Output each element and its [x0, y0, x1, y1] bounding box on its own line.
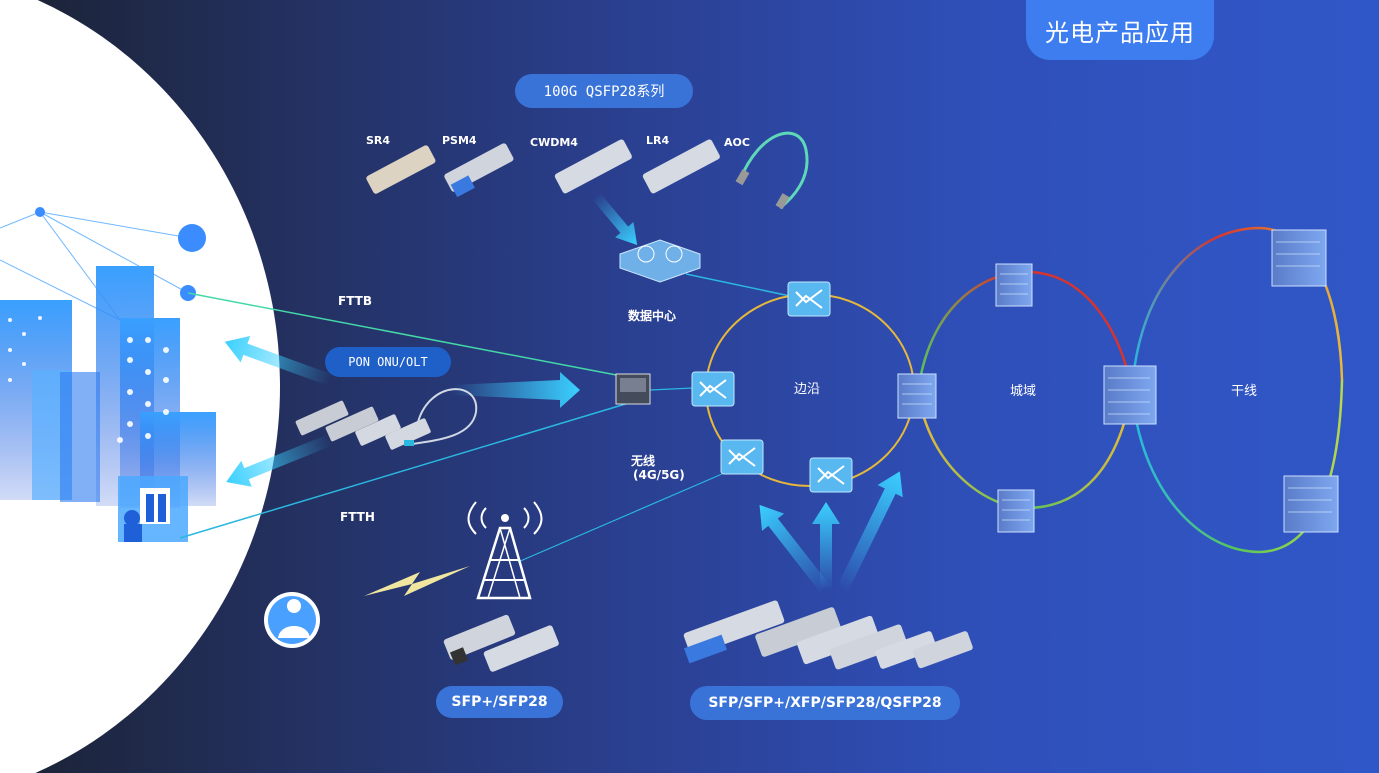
city-area	[0, 0, 280, 773]
switch-icon	[691, 371, 735, 407]
switch-icon	[809, 457, 853, 493]
multi-product-label: SFP/SFP+/XFP/SFP28/QSFP28	[690, 686, 960, 720]
module-label-psm4: PSM4	[442, 134, 477, 147]
sfp-plus-modules	[443, 614, 559, 672]
arrow-up-2	[812, 502, 840, 590]
wireless-sub-label: (4G/5G)	[633, 468, 685, 482]
qsfp-series-label: 100G QSFP28系列	[515, 74, 693, 108]
backbone-label: 干线	[1231, 384, 1258, 399]
module-label-sr4: SR4	[366, 134, 391, 147]
pon-label: PON ONU/OLT	[325, 347, 451, 377]
datacenter-link	[685, 273, 791, 297]
qsfp-modules	[366, 131, 809, 210]
pon-modules	[295, 388, 478, 450]
arrow-to-house	[226, 434, 333, 487]
arrow-to-building	[224, 336, 333, 386]
user-icon	[264, 592, 320, 648]
sfp-plus-label: SFP+/SFP28	[436, 686, 563, 718]
backbone-ring-top	[1130, 226, 1344, 391]
edge-label: 边沿	[794, 382, 821, 397]
page-title: 光电产品应用	[1026, 0, 1214, 60]
tower-icon	[897, 229, 1339, 533]
arrow-to-olt	[452, 372, 580, 408]
olt-device-icon	[615, 373, 651, 405]
fttb-label: FTTB	[338, 294, 372, 308]
multi-modules	[683, 600, 973, 670]
wireless-link	[517, 473, 723, 563]
metro-label: 城域	[1010, 384, 1037, 399]
ftth-label: FTTH	[340, 510, 375, 524]
datacenter-label: 数据中心	[628, 309, 677, 323]
ftth-link	[179, 401, 633, 539]
switch-icon	[720, 439, 764, 475]
arrow-up-3	[836, 471, 903, 593]
datacenter-icon	[619, 239, 701, 283]
fttb-link	[187, 292, 633, 379]
radio-tower-icon	[467, 501, 543, 600]
arrow-up-1	[759, 504, 831, 594]
arrow-to-datacenter	[592, 192, 638, 246]
wireless-label: 无线	[631, 454, 656, 468]
backbone-ring-bottom	[1130, 379, 1344, 554]
module-label-cwdm4: CWDM4	[530, 136, 578, 149]
module-label-aoc: AOC	[724, 136, 750, 149]
lightning-icon	[364, 566, 470, 596]
switch-icon	[787, 281, 831, 317]
module-label-lr4: LR4	[646, 134, 670, 147]
